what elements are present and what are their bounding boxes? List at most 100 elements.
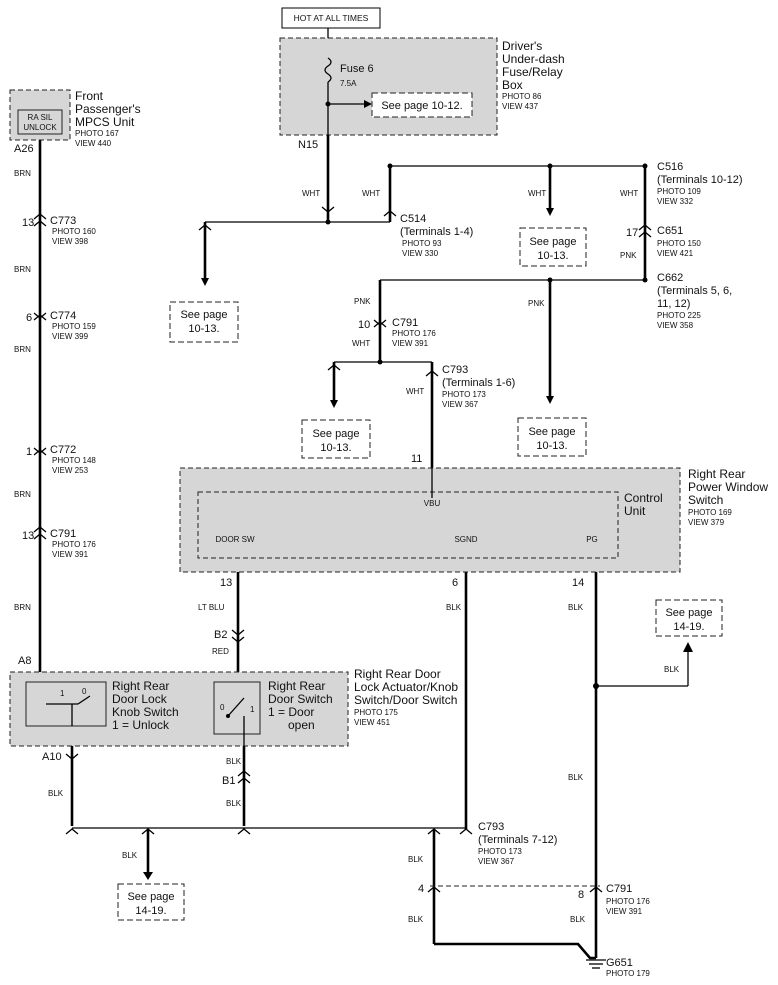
svg-text:Switch/Door Switch: Switch/Door Switch <box>354 693 457 707</box>
svg-text:BLK: BLK <box>570 915 586 924</box>
svg-text:WHT: WHT <box>352 339 370 348</box>
svg-text:0: 0 <box>82 687 87 696</box>
ref-box-center[interactable] <box>301 419 371 459</box>
svg-text:VIEW 451: VIEW 451 <box>354 718 391 727</box>
svg-text:13: 13 <box>220 577 232 589</box>
svg-text:SGND: SGND <box>454 535 477 544</box>
svg-text:A26: A26 <box>14 143 34 155</box>
svg-text:BLK: BLK <box>664 665 680 674</box>
svg-text:Under-dash: Under-dash <box>502 52 565 66</box>
fuse-rating: 7.5A <box>340 79 357 88</box>
svg-text:Right Rear: Right Rear <box>268 679 325 693</box>
svg-text:BLK: BLK <box>568 773 584 782</box>
svg-text:C516: C516 <box>657 161 683 173</box>
svg-text:BLK: BLK <box>568 603 584 612</box>
svg-text:C773: C773 <box>50 215 76 227</box>
svg-text:WHT: WHT <box>302 189 320 198</box>
svg-text:A8: A8 <box>18 655 31 667</box>
svg-text:A10: A10 <box>42 751 62 763</box>
svg-text:See page: See page <box>127 891 174 903</box>
svg-text:PHOTO 175: PHOTO 175 <box>354 708 398 717</box>
svg-text:WHT: WHT <box>528 189 546 198</box>
svg-text:BLK: BLK <box>122 851 138 860</box>
svg-text:VBU: VBU <box>424 499 441 508</box>
mpcs-unit <box>9 89 71 141</box>
svg-text:C514: C514 <box>400 213 426 225</box>
svg-text:BLK: BLK <box>226 757 242 766</box>
ref-box-left-bottom[interactable] <box>117 883 185 921</box>
fuse-ref-box[interactable] <box>371 92 473 118</box>
svg-text:C651: C651 <box>657 225 683 237</box>
fuse-ref-text[interactable]: See page 10-12. <box>381 100 462 112</box>
svg-text:See page: See page <box>529 236 576 248</box>
svg-text:PHOTO 109: PHOTO 109 <box>657 187 701 196</box>
knob-switch <box>25 681 107 727</box>
svg-text:(Terminals 1-6): (Terminals 1-6) <box>442 377 515 389</box>
ref-box-left[interactable] <box>169 301 239 343</box>
svg-text:G651: G651 <box>606 957 633 969</box>
svg-text:Right Rear Door: Right Rear Door <box>354 667 441 681</box>
ref-box-mid-top[interactable] <box>519 227 587 267</box>
svg-text:VIEW 253: VIEW 253 <box>52 466 89 475</box>
svg-text:1: 1 <box>26 446 32 458</box>
svg-text:1 = Unlock: 1 = Unlock <box>112 718 170 732</box>
svg-text:10: 10 <box>358 319 370 331</box>
svg-text:1 = Door: 1 = Door <box>268 705 314 719</box>
svg-text:BRN: BRN <box>14 490 31 499</box>
svg-text:WHT: WHT <box>406 387 424 396</box>
svg-text:Power Window: Power Window <box>688 480 768 494</box>
svg-text:RA SIL: RA SIL <box>28 113 53 122</box>
svg-text:(Terminals 10-12): (Terminals 10-12) <box>657 174 743 186</box>
svg-text:(Terminals 1-4): (Terminals 1-4) <box>400 226 473 238</box>
svg-text:BLK: BLK <box>446 603 462 612</box>
svg-text:0: 0 <box>220 703 225 712</box>
hot-label-box <box>281 7 381 29</box>
svg-text:VIEW 358: VIEW 358 <box>657 321 694 330</box>
svg-text:C793: C793 <box>442 364 468 376</box>
svg-text:11, 12): 11, 12) <box>657 298 690 310</box>
svg-text:Door Lock: Door Lock <box>112 692 168 706</box>
svg-text:PHOTO 167: PHOTO 167 <box>75 129 119 138</box>
svg-text:Right Rear: Right Rear <box>688 467 745 481</box>
svg-text:BRN: BRN <box>14 169 31 178</box>
svg-text:PHOTO 179: PHOTO 179 <box>606 969 650 978</box>
svg-text:BLK: BLK <box>226 799 242 808</box>
svg-text:PHOTO 176: PHOTO 176 <box>52 540 96 549</box>
svg-text:PHOTO 150: PHOTO 150 <box>657 239 701 248</box>
svg-text:6: 6 <box>26 312 32 324</box>
ref-box-right[interactable] <box>655 599 723 637</box>
svg-text:VIEW 440: VIEW 440 <box>75 139 112 148</box>
svg-text:UNLOCK: UNLOCK <box>23 123 57 132</box>
svg-text:PHOTO 225: PHOTO 225 <box>657 311 701 320</box>
svg-text:PHOTO 159: PHOTO 159 <box>52 322 96 331</box>
fuse-box <box>279 37 498 136</box>
svg-text:14: 14 <box>572 577 584 589</box>
svg-text:10-13.: 10-13. <box>188 323 219 335</box>
ref-box-mid-low[interactable] <box>517 417 587 457</box>
svg-text:DOOR SW: DOOR SW <box>215 535 255 544</box>
svg-text:VIEW 437: VIEW 437 <box>502 102 539 111</box>
svg-text:PNK: PNK <box>528 299 545 308</box>
mpcs-inner <box>17 109 63 135</box>
svg-text:Door Switch: Door Switch <box>268 692 333 706</box>
svg-text:See page: See page <box>665 607 712 619</box>
svg-text:PHOTO 86: PHOTO 86 <box>502 92 542 101</box>
svg-text:10-13.: 10-13. <box>320 442 351 454</box>
svg-text:(Terminals 7-12): (Terminals 7-12) <box>478 834 557 846</box>
svg-text:VIEW 330: VIEW 330 <box>402 249 439 258</box>
svg-text:B1: B1 <box>222 775 235 787</box>
svg-text:13: 13 <box>22 217 34 229</box>
svg-text:WHT: WHT <box>620 189 638 198</box>
svg-text:1: 1 <box>60 689 65 698</box>
svg-text:BLK: BLK <box>48 789 64 798</box>
hot-label: HOT AT ALL TIMES <box>294 13 369 23</box>
svg-text:PHOTO 176: PHOTO 176 <box>606 897 650 906</box>
svg-text:13: 13 <box>22 530 34 542</box>
svg-text:open: open <box>288 718 315 732</box>
svg-text:VIEW 391: VIEW 391 <box>392 339 429 348</box>
door-lock-actuator <box>9 671 349 747</box>
svg-text:Driver's: Driver's <box>502 39 542 53</box>
svg-text:BLK: BLK <box>408 915 424 924</box>
svg-text:PHOTO 176: PHOTO 176 <box>392 329 436 338</box>
svg-text:See page: See page <box>528 426 575 438</box>
